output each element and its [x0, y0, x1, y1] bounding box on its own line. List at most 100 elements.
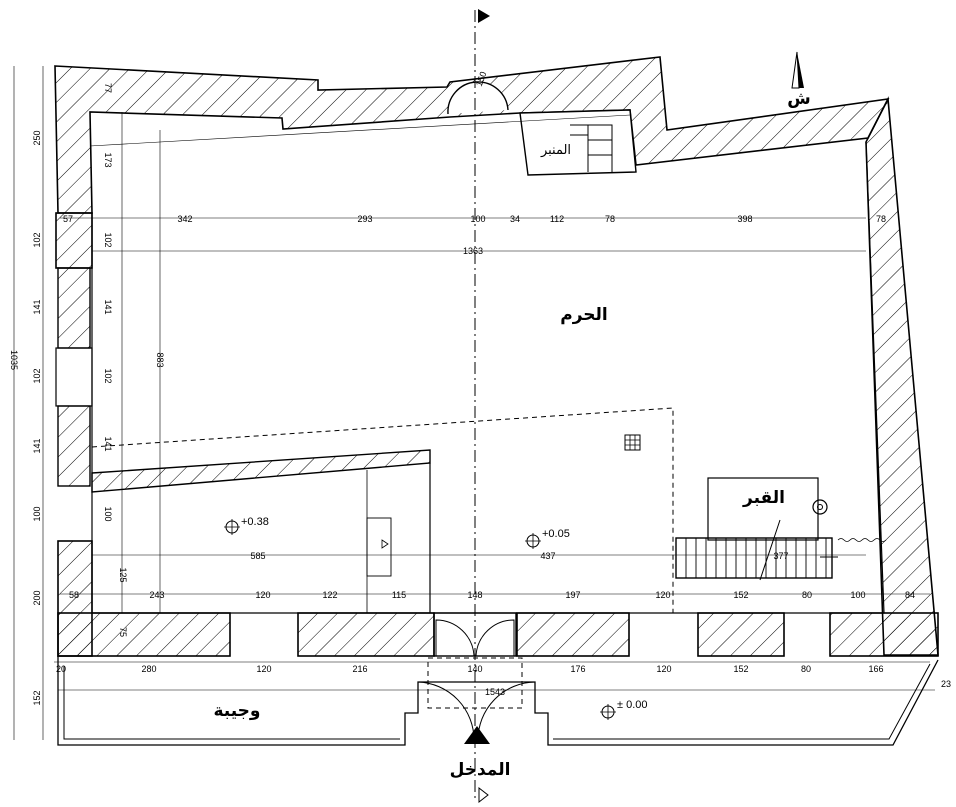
- south-wall-2: [297, 612, 435, 657]
- entrance-label: المدخل: [450, 760, 511, 779]
- dim-label: 197: [565, 590, 580, 600]
- dim-label: 78: [876, 214, 886, 224]
- north-wall: [54, 56, 890, 214]
- dim-label: 585: [250, 551, 265, 561]
- dim-label: 140: [467, 664, 482, 674]
- dim-label: 80: [802, 590, 812, 600]
- dim-row-585: 585 437 377: [250, 551, 788, 561]
- tomb-marker-dot: [817, 504, 823, 510]
- dim-left-outer: 250 102 141 102 141 100 200 152: [32, 130, 42, 705]
- dim-label: 176: [570, 664, 585, 674]
- dim-label: 141: [103, 299, 113, 314]
- level-haram: +0.05: [542, 528, 570, 540]
- dim-label: 57: [63, 214, 73, 224]
- dim-label: 293: [357, 214, 372, 224]
- dim-label: 100: [850, 590, 865, 600]
- dim-label: 58: [69, 590, 79, 600]
- dim-label: 141: [32, 438, 42, 453]
- porch-door-left: [417, 681, 475, 741]
- stair-arrow: [759, 519, 838, 581]
- outer-walls: [54, 56, 939, 657]
- level-marker-haram: +0.05: [525, 528, 570, 549]
- door-swing-right: [475, 619, 515, 657]
- dim-label: 100: [470, 214, 485, 224]
- dim-label: 280: [141, 664, 156, 674]
- dim-label: 120: [256, 664, 271, 674]
- dim-label: 102: [32, 232, 42, 247]
- platform-wall: [91, 449, 431, 493]
- dim-label: 20: [56, 664, 66, 674]
- dim-label: 216: [352, 664, 367, 674]
- main-doors: [433, 612, 517, 657]
- mihrab-niche: [447, 81, 509, 115]
- dim-label: 100: [103, 506, 113, 521]
- west-wall-1: [55, 212, 93, 269]
- dim-label: 141: [32, 299, 42, 314]
- skylight-grid-icon: [624, 434, 641, 451]
- level-marker-street: ± 0.00: [600, 699, 648, 720]
- dim-label: 125: [118, 567, 128, 582]
- minbar-stairs: [570, 124, 613, 172]
- tomb: القبر: [675, 477, 887, 581]
- axis-arrow-top-icon: [478, 9, 490, 23]
- dim-total-height: 1035: [9, 350, 19, 370]
- dim-top-row: 57 342 293 100 34 112 78 398 78: [63, 214, 886, 224]
- dim-label: 75: [118, 627, 128, 637]
- west-window-2: [57, 405, 91, 487]
- dim-label: 112: [550, 214, 564, 224]
- dim-label: 84: [905, 590, 915, 600]
- dim-inner-height: 883: [155, 352, 165, 367]
- dim-total-1363: 1363: [463, 246, 483, 256]
- minbar-label: المنبر: [540, 142, 571, 158]
- porch-inner: [63, 663, 931, 740]
- stairs: [675, 537, 833, 579]
- stair-treads: [685, 538, 827, 578]
- dim-left-inner: 77 173 102 141 102 141 100 125 75: [103, 83, 128, 637]
- porch-outline: [57, 656, 939, 746]
- north-label: ش: [787, 89, 810, 108]
- raised-platform: [91, 449, 431, 613]
- dim-label: 152: [733, 664, 748, 674]
- dim-label: 141: [103, 436, 113, 451]
- platform-arrow: [381, 539, 389, 549]
- dim-label: 77: [103, 83, 113, 93]
- dim-label: 102: [103, 368, 113, 383]
- dim-label: 166: [868, 664, 883, 674]
- south-wall-5: [829, 612, 939, 657]
- dim-label: 148: [467, 590, 482, 600]
- minbar-outline: [519, 109, 637, 176]
- south-wall-4: [697, 612, 785, 657]
- west-window-1: [57, 267, 91, 349]
- minbar: المنبر: [519, 109, 637, 176]
- dim-total-1543: 1543: [485, 687, 505, 697]
- dim-label: 34: [510, 214, 520, 224]
- dim-label: 377: [773, 551, 788, 561]
- east-wall: [865, 96, 939, 656]
- dim-label: 152: [32, 690, 42, 705]
- dim-label: 173: [103, 152, 113, 167]
- door-frame: [433, 612, 517, 657]
- platform-step: [366, 517, 392, 577]
- dim-row-outer: 20 280 120 216 140 176 120 152 80 166: [56, 664, 884, 674]
- dim-label: 152: [733, 590, 748, 600]
- dim-label: 122: [322, 590, 337, 600]
- dim-row-inner: 58 243 120 122 115 148 197 120 152 80 10…: [69, 590, 915, 600]
- dimension-lines: [13, 66, 935, 740]
- dim-label: 120: [255, 590, 270, 600]
- dim-label: 243: [149, 590, 164, 600]
- dashed-zone: [91, 407, 674, 613]
- tomb-marker: [812, 499, 828, 515]
- south-wall-1: [57, 612, 231, 657]
- west-wall-2: [55, 347, 93, 407]
- door-swing-left: [435, 619, 475, 657]
- dim-label: 342: [177, 214, 192, 224]
- haram-label: الحرم: [560, 305, 608, 325]
- dim-label: 200: [32, 590, 42, 605]
- interior-outline: [91, 141, 885, 614]
- north-arrow-icon: [791, 51, 804, 89]
- dim-label: 398: [737, 214, 752, 224]
- dim-label: 120: [656, 664, 671, 674]
- dim-label: 437: [540, 551, 555, 561]
- dim-label: 102: [103, 232, 113, 247]
- dim-corner: 23: [941, 679, 951, 689]
